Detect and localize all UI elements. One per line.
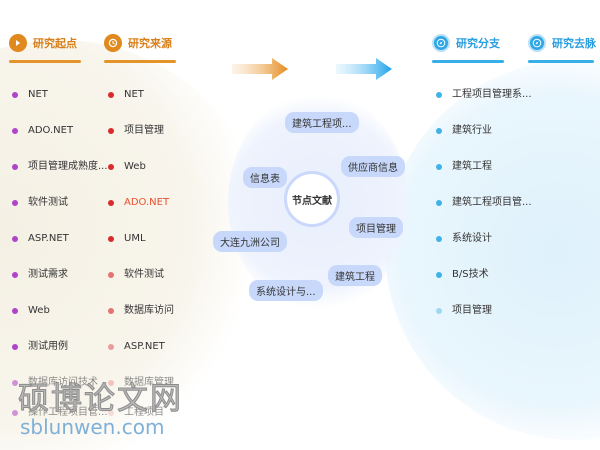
central-node-label: 节点文献 [292, 195, 332, 207]
header-research-branch: 研究分支 [432, 30, 504, 63]
header-label: 研究来源 [128, 37, 172, 50]
bullet-dot [436, 200, 442, 206]
list-item[interactable]: 建筑行业 [436, 125, 532, 161]
list-item[interactable]: 建筑工程项目管... [436, 197, 532, 233]
research-branch-list: 工程项目管理系... 建筑行业 建筑工程 建筑工程项目管... 系统设计 B/S… [436, 89, 532, 341]
watermark: 硕博论文网 sblunwen.com [18, 381, 198, 439]
header-label: 研究分支 [456, 37, 500, 50]
bullet-dot [108, 236, 114, 242]
blue-arrow-icon [336, 58, 392, 80]
bullet-dot [12, 308, 18, 314]
list-item[interactable]: 项目管理 [436, 305, 532, 341]
bullet-dot [12, 344, 18, 350]
list-item[interactable]: 建筑工程 [436, 161, 532, 197]
bullet-dot [108, 272, 114, 278]
bullet-dot [12, 380, 18, 386]
list-item[interactable]: ADO.NET [108, 197, 174, 233]
bullet-dot [12, 410, 18, 416]
list-item[interactable]: 测试需求 [12, 269, 108, 305]
bullet-dot [436, 236, 442, 242]
bullet-dot [108, 164, 114, 170]
list-item[interactable]: 测试用例 [12, 341, 108, 377]
header-underline [528, 60, 594, 63]
central-node[interactable]: 节点文献 [284, 171, 340, 227]
bullet-dot [108, 344, 114, 350]
list-item[interactable]: NET [108, 89, 174, 125]
compass-icon [432, 34, 450, 52]
list-item[interactable]: 项目管理成熟度... [12, 161, 108, 197]
bullet-dot [12, 92, 18, 98]
header-research-destination: 研究去脉 [528, 30, 596, 63]
bullet-dot [436, 128, 442, 134]
bullet-dot [108, 128, 114, 134]
related-node[interactable]: 建筑工程项... [285, 112, 359, 133]
list-item[interactable]: ASP.NET [108, 341, 174, 377]
bullet-dot [436, 308, 442, 314]
bullet-dot [108, 200, 114, 206]
header-underline [104, 60, 176, 63]
list-item[interactable]: 软件测试 [108, 269, 174, 305]
list-item[interactable]: Web [12, 305, 108, 341]
related-node[interactable]: 大连九洲公司 [213, 231, 287, 252]
header-underline [432, 60, 504, 63]
related-node[interactable]: 系统设计与... [249, 280, 323, 301]
bullet-dot [108, 380, 114, 386]
header-label: 研究去脉 [552, 37, 596, 50]
list-item[interactable]: NET [12, 89, 108, 125]
clock-icon [104, 34, 122, 52]
list-item[interactable]: 工程项目管理系... [436, 89, 532, 125]
list-item[interactable]: 数据库访问技术 [12, 377, 108, 407]
watermark-url: sblunwen.com [20, 415, 165, 439]
bullet-dot [108, 308, 114, 314]
bullet-dot [108, 92, 114, 98]
header-research-origin: 研究起点 [9, 30, 81, 63]
watermark-chinese: 硕博论文网 [18, 381, 183, 417]
research-source-list: NET 项目管理 Web ADO.NET UML 软件测试 数据库访问 ASP.… [108, 89, 174, 443]
list-item[interactable]: Web [108, 161, 174, 197]
list-item[interactable]: ADO.NET [12, 125, 108, 161]
list-item[interactable]: 项目管理 [108, 125, 174, 161]
related-node[interactable]: 信息表 [243, 167, 287, 188]
related-node[interactable]: 供应商信息 [341, 156, 405, 177]
list-item[interactable]: 数据库访问 [108, 305, 174, 341]
bullet-dot [12, 272, 18, 278]
play-icon [9, 34, 27, 52]
header-underline [9, 60, 81, 63]
list-item[interactable]: ASP.NET [12, 233, 108, 269]
research-origin-list: NET ADO.NET 项目管理成熟度... 软件测试 ASP.NET 测试需求… [12, 89, 108, 443]
bullet-dot [436, 272, 442, 278]
related-node[interactable]: 项目管理 [349, 217, 403, 238]
list-item[interactable]: 工程项目 [108, 407, 174, 443]
header-research-source: 研究来源 [104, 30, 176, 63]
list-item[interactable]: UML [108, 233, 174, 269]
header-label: 研究起点 [33, 37, 77, 50]
list-item[interactable]: B/S技术 [436, 269, 532, 305]
list-item[interactable]: 操作工程项目管... [12, 407, 108, 443]
bullet-dot [12, 200, 18, 206]
list-item[interactable]: 系统设计 [436, 233, 532, 269]
bullet-dot [12, 164, 18, 170]
list-item[interactable]: 软件测试 [12, 197, 108, 233]
bullet-dot [108, 410, 114, 416]
bullet-dot [12, 128, 18, 134]
related-node[interactable]: 建筑工程 [328, 265, 382, 286]
orange-arrow-icon [232, 58, 288, 80]
bullet-dot [12, 236, 18, 242]
compass-icon [528, 34, 546, 52]
bullet-dot [436, 92, 442, 98]
bullet-dot [436, 164, 442, 170]
list-item[interactable]: 数据库管理 [108, 377, 174, 407]
